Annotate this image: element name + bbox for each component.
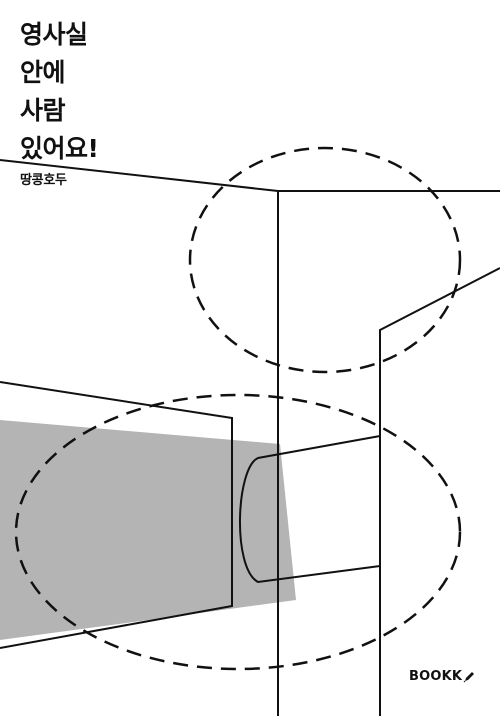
projection-window [379, 267, 500, 716]
publisher-logo: BOOKK [409, 669, 475, 684]
dashed-ellipse-top [188, 146, 462, 374]
publisher-name: BOOKK [409, 669, 463, 684]
author-name: 땅콩호두 [20, 173, 67, 188]
left-panel [0, 381, 233, 649]
pen-icon [463, 671, 475, 682]
title-line-2: 안에 [20, 58, 66, 87]
title-line-3: 사람 [20, 96, 66, 125]
light-beam [0, 420, 296, 640]
dashed-ellipse-bottom [14, 393, 462, 671]
projector-lens [238, 435, 381, 584]
book-title: 영사실 안에 사람 있어요! [20, 16, 99, 168]
title-line-4: 있어요! [20, 134, 99, 163]
title-line-1: 영사실 [20, 20, 88, 49]
